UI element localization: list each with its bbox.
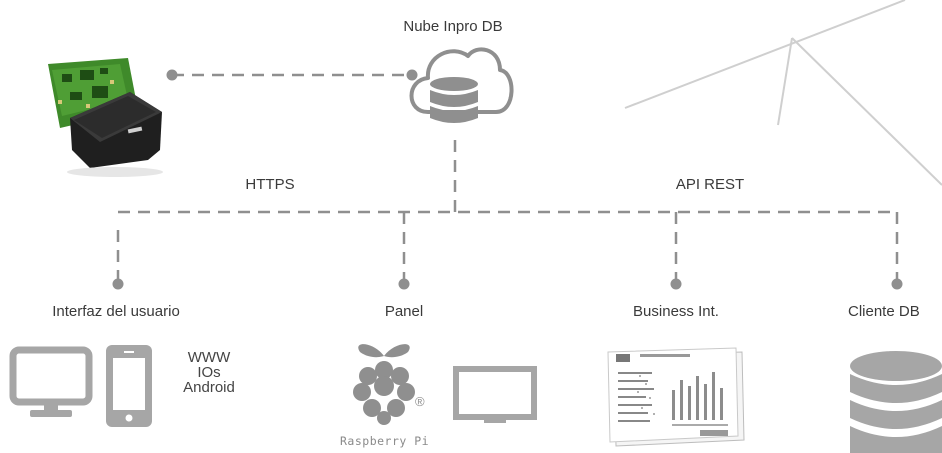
cloud-database-icon (409, 47, 514, 123)
business-label: Business Int. (633, 303, 719, 320)
cloud-label: Nube Inpro DB (403, 18, 503, 35)
client-db-label: Cliente DB (848, 303, 920, 320)
monitor-icon (9, 346, 93, 417)
connector-dots (112, 69, 903, 290)
https-label: HTTPS (245, 176, 295, 193)
tv-icon (453, 366, 537, 423)
decorative-lines (624, 0, 942, 186)
device-photo (48, 58, 163, 177)
smartphone-icon (106, 345, 152, 427)
dashed-connectors (116, 73, 899, 282)
raspberry-pi-logo (353, 344, 415, 425)
platform-list: WWW IOs Android (183, 350, 235, 395)
platform-android: Android (183, 379, 235, 396)
platform-www: WWW (187, 349, 231, 366)
user-interface-label: Interfaz del usuario (52, 303, 180, 320)
report-thumbnail (607, 347, 745, 447)
panel-label: Panel (384, 303, 424, 320)
api-rest-label: API REST (675, 176, 745, 193)
registered-mark: ® (415, 394, 425, 409)
database-icon (850, 351, 942, 453)
raspberry-pi-text: Raspberry Pi (340, 434, 430, 448)
platform-ios: IOs (197, 364, 221, 381)
